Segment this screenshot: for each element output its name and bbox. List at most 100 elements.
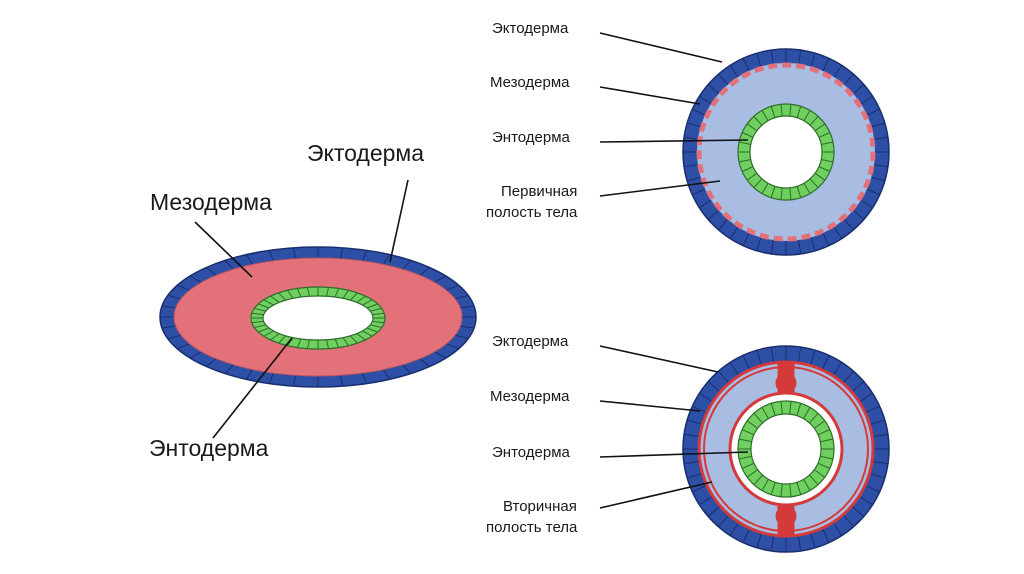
ectoderm-cell-divider: [167, 334, 182, 340]
endoderm-cell-divider: [803, 110, 811, 122]
endoderm-cell-divider: [746, 123, 758, 132]
ectoderm-cell-divider: [692, 108, 706, 116]
ectoderm-cell-divider: [699, 392, 713, 402]
top-right-endoderm-cells: [738, 104, 834, 200]
ectoderm-cell-divider: [718, 515, 729, 528]
ectoderm-cell-divider: [833, 522, 843, 536]
endoderm-cell-divider: [370, 324, 382, 329]
ectoderm-cell-divider: [699, 496, 713, 506]
ectoderm-cell-divider: [177, 343, 190, 350]
ectoderm-cell-divider: [843, 73, 854, 86]
endoderm-cell-divider: [780, 483, 783, 497]
ectoderm-cell-divider: [756, 350, 762, 365]
endoderm-cell-divider: [770, 106, 776, 118]
ectoderm-cell-divider: [687, 473, 702, 479]
left-ectoderm-leader: [389, 179, 409, 263]
endoderm-cell-divider: [814, 469, 826, 478]
bottom-right-endoderm-label: Энтодерма: [492, 444, 571, 461]
bottom-right-dorsal-vessel: [775, 372, 797, 394]
bottom-right-ectoderm-leader: [599, 345, 719, 373]
endoderm-cell-divider: [746, 469, 758, 478]
endoderm-cell-divider: [761, 182, 769, 194]
ectoderm-cell-divider: [161, 325, 176, 329]
endoderm-cell-divider: [746, 172, 758, 181]
ectoderm-cell-divider: [692, 188, 706, 196]
ectoderm-cell-divider: [699, 199, 712, 209]
ectoderm-cell-divider: [852, 506, 865, 517]
endoderm-cell-divider: [780, 187, 783, 200]
top-right-cavity-leader: [599, 180, 721, 197]
ectoderm-cell-divider: [683, 164, 698, 168]
left-mesoderm-leader: [194, 221, 253, 278]
endoderm-cell-divider: [789, 187, 792, 200]
left-endoderm-leader: [212, 337, 293, 439]
ectoderm-cell-divider: [402, 364, 412, 374]
ectoderm-cell-divider: [742, 232, 750, 246]
endoderm-cell-divider: [738, 141, 751, 145]
endoderm-cell-divider: [362, 299, 373, 306]
endoderm-cell-divider: [789, 104, 792, 117]
endoderm-cell-divider: [803, 407, 811, 419]
ectoderm-cell-divider: [692, 405, 707, 413]
ectoderm-cell-divider: [770, 49, 774, 64]
endoderm-cell-divider: [270, 333, 280, 341]
ectoderm-cell-divider: [707, 506, 720, 517]
ectoderm-cell-divider: [224, 260, 234, 270]
ectoderm-cell-divider: [742, 528, 750, 543]
endoderm-cell-divider: [270, 295, 280, 303]
top-right-mesoderm-label: Мезодерма: [490, 74, 570, 91]
ectoderm-cell-divider: [707, 84, 720, 95]
bottom-right-ectoderm-label: Эктодерма: [492, 333, 569, 350]
top-right-cavity-label-1: Первичная: [501, 183, 577, 200]
bottom-right-cavity-label-1: Вторичная: [503, 498, 577, 515]
ectoderm-cell-divider: [865, 485, 880, 493]
endoderm-cell-divider: [809, 474, 819, 486]
ectoderm-cell-divider: [683, 461, 699, 465]
ectoderm-cell-divider: [742, 355, 750, 370]
ectoderm-cell-divider: [859, 392, 873, 402]
endoderm-cell-divider: [809, 412, 819, 424]
ectoderm-cell-divider: [460, 325, 475, 329]
ectoderm-cell-divider: [870, 473, 885, 479]
ectoderm-cell-divider: [454, 334, 469, 340]
bottom-right-cavity-leader: [599, 481, 713, 509]
endoderm-cell-divider: [342, 337, 349, 346]
ectoderm-cell-divider: [843, 515, 854, 528]
endoderm-cell-divider: [818, 166, 831, 172]
ectoderm-cell-divider: [859, 496, 873, 506]
endoderm-cell-divider: [278, 292, 287, 301]
endoderm-cell-divider: [334, 338, 340, 348]
endoderm-cell-divider: [817, 462, 831, 469]
endoderm-cell-divider: [278, 335, 287, 344]
bottom-right-mesoderm-outer: [697, 360, 875, 538]
ectoderm-cell-divider: [177, 284, 190, 291]
ectoderm-cell-divider: [446, 343, 459, 350]
endoderm-cell-divider: [796, 106, 802, 118]
ectoderm-cell-divider: [810, 533, 816, 548]
ectoderm-cell-divider: [446, 284, 459, 291]
ectoderm-cell-divider: [798, 536, 802, 552]
ectoderm-cell-divider: [268, 372, 274, 384]
ectoderm-cell-divider: [822, 232, 830, 246]
ectoderm-cell-divider: [860, 95, 873, 105]
left-gut-lumen: [262, 295, 374, 341]
endoderm-cell-divider: [296, 338, 302, 348]
ectoderm-cell-divider: [419, 267, 431, 276]
top-right-mesoderm-dashes: [696, 62, 876, 242]
endoderm-cell-divider: [362, 330, 373, 337]
ectoderm-cell-divider: [770, 536, 774, 552]
endoderm-cell-divider: [334, 288, 340, 298]
endoderm-cell-divider: [753, 474, 763, 486]
endoderm-cell-divider: [307, 339, 310, 349]
left-endoderm-cells: [251, 287, 385, 349]
ectoderm-cell-divider: [742, 58, 750, 72]
endoderm-cell-divider: [803, 479, 811, 491]
top-right-mesoderm-leader: [599, 86, 701, 105]
endoderm-cell-divider: [780, 104, 783, 117]
bottom-right-endoderm-cells: [738, 401, 834, 497]
bottom-right-endoderm-leader: [599, 451, 749, 458]
ectoderm-cell-divider: [865, 405, 880, 413]
endoderm-cell-divider: [263, 299, 274, 306]
endoderm-cell-divider: [821, 141, 834, 145]
